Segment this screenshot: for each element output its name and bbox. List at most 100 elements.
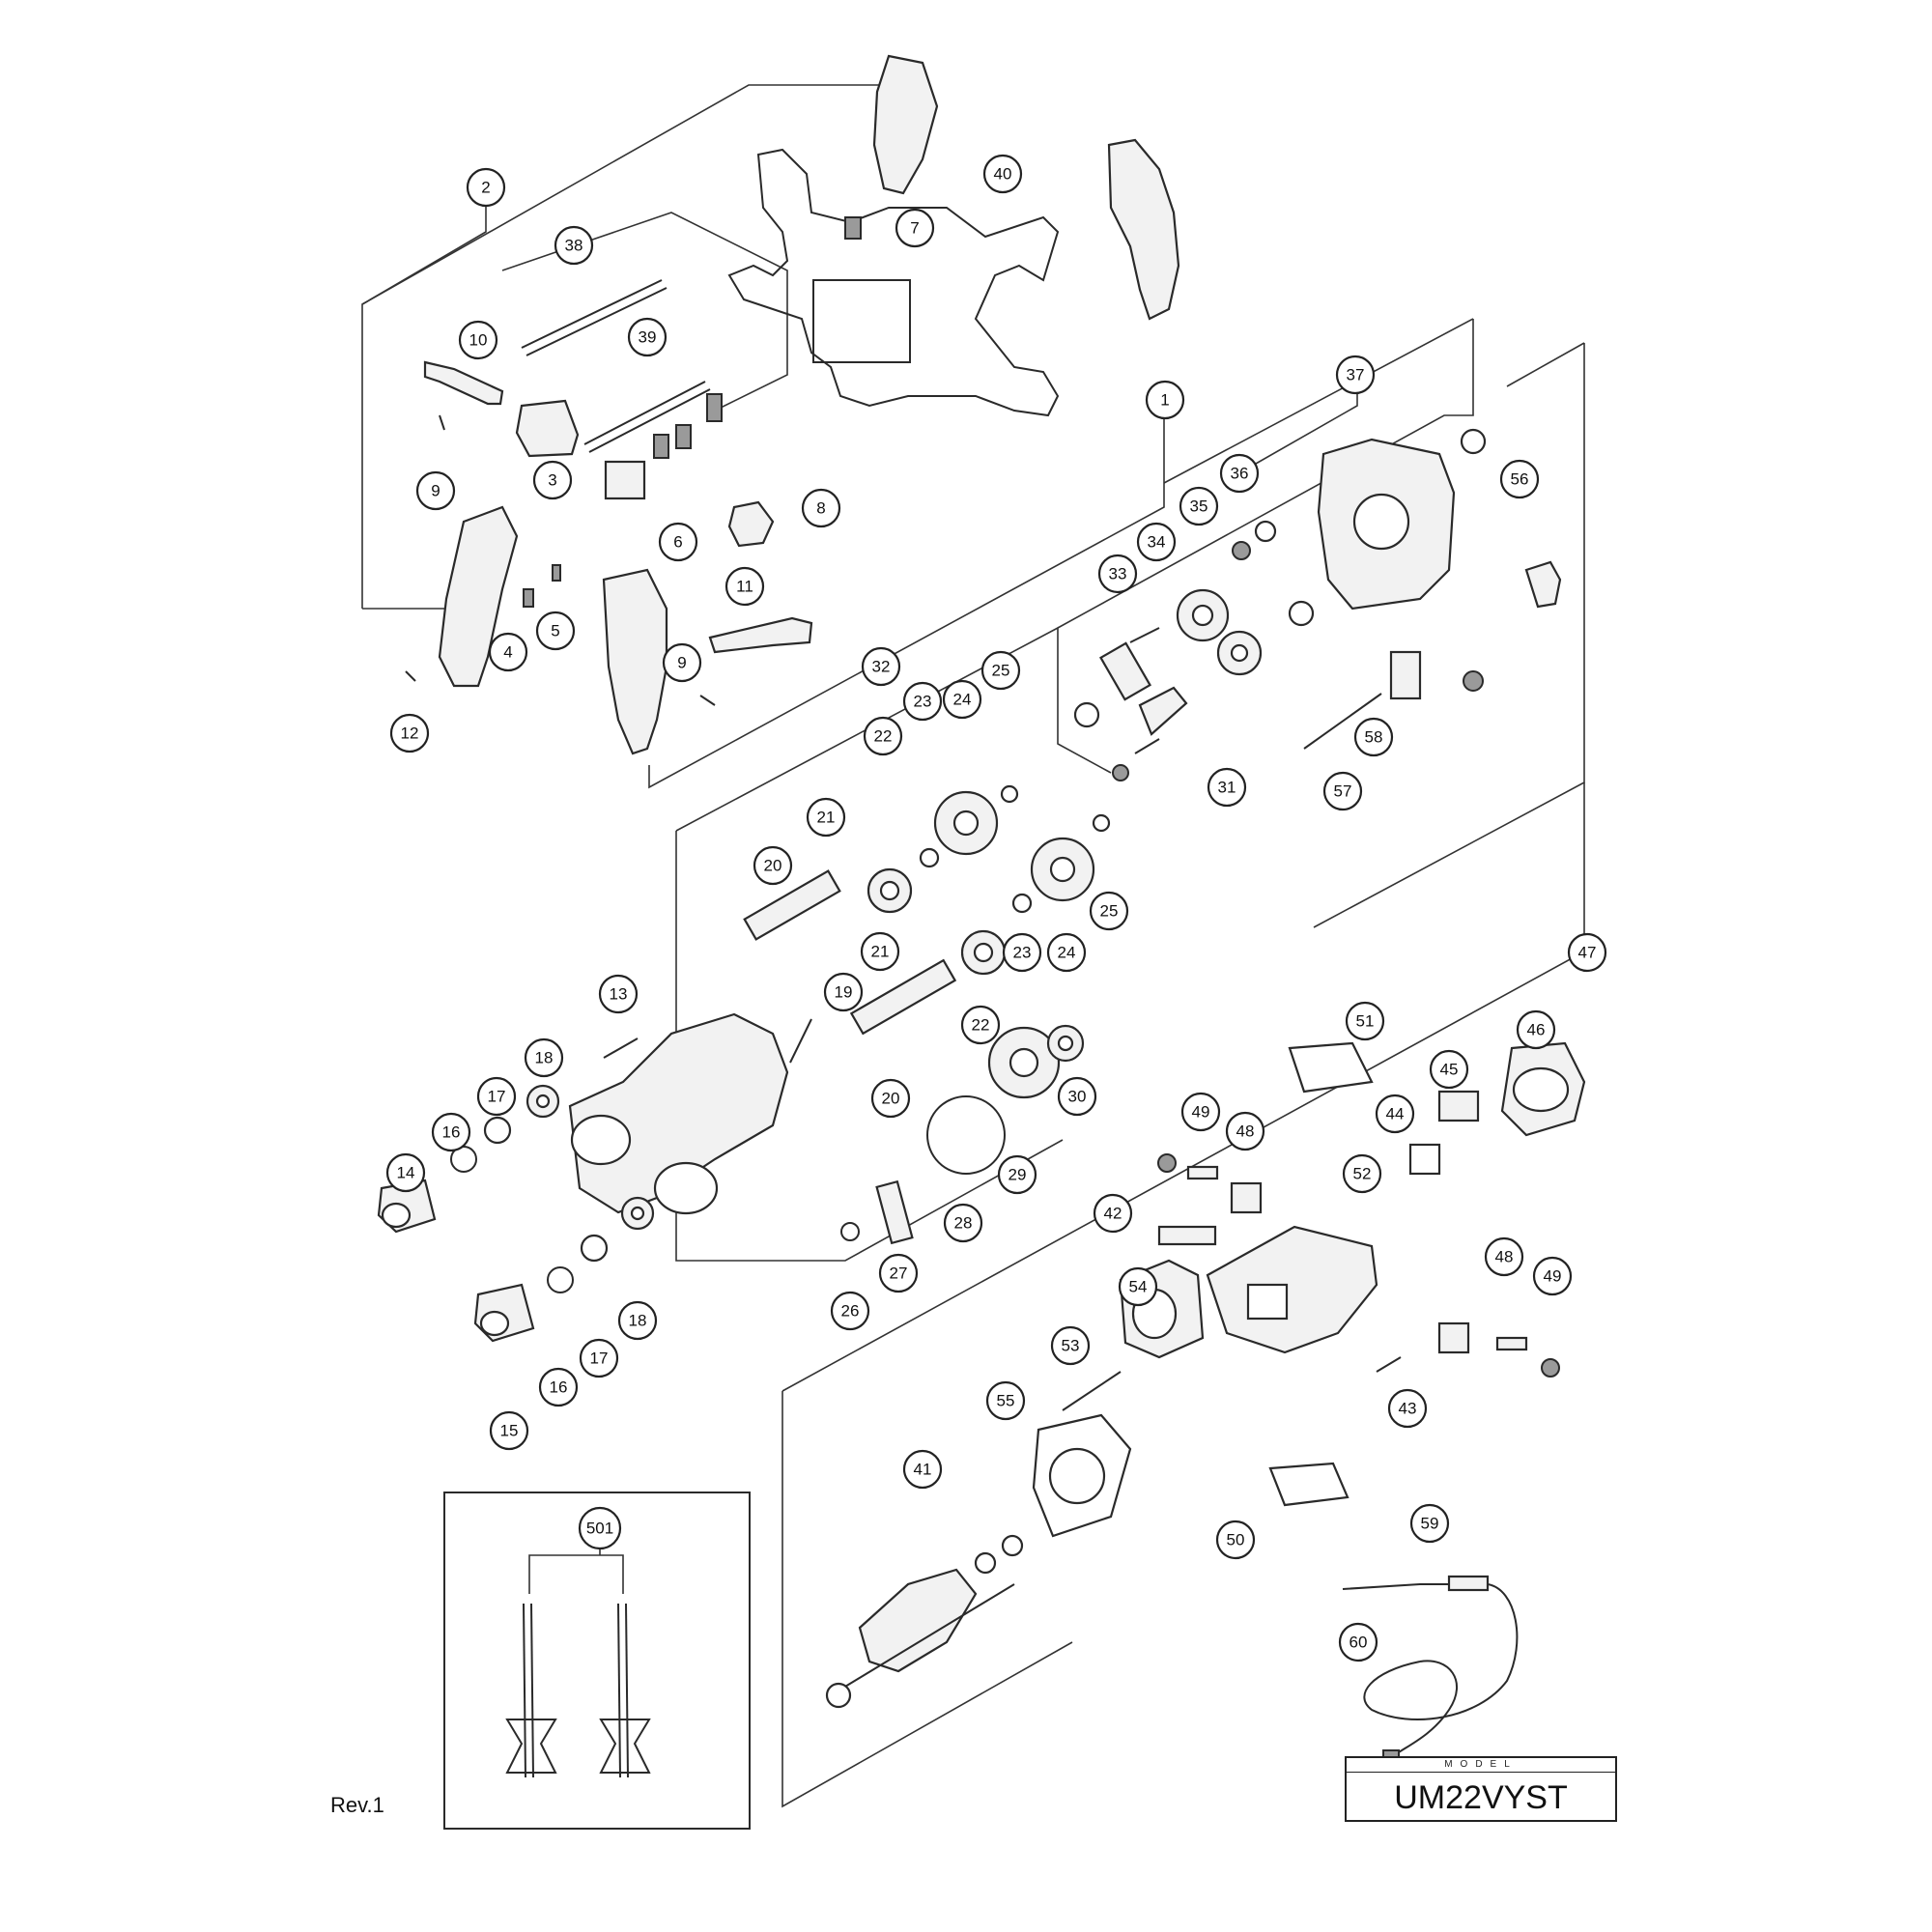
callout-number: 16 xyxy=(550,1378,568,1397)
callout-number: 55 xyxy=(997,1392,1015,1410)
callout-circle xyxy=(1089,891,1129,931)
callout-circle xyxy=(1002,932,1042,973)
washer-17a xyxy=(483,1116,512,1145)
callout-number: 1 xyxy=(1160,391,1169,410)
callout-number: 10 xyxy=(469,331,488,350)
callout-circle xyxy=(1093,1193,1133,1234)
callout-3: 3 xyxy=(532,460,573,500)
callout-number: 50 xyxy=(1227,1531,1245,1549)
callout-24: 24 xyxy=(942,679,982,720)
label-51 xyxy=(1288,1041,1374,1094)
shaft-27 xyxy=(875,1179,914,1245)
callout-circle xyxy=(1342,1153,1382,1194)
revision-label: Rev.1 xyxy=(330,1793,384,1817)
handle-grip-left xyxy=(438,505,519,688)
callout-27: 27 xyxy=(878,1253,919,1293)
callout-number: 48 xyxy=(1495,1248,1514,1266)
callout-circle xyxy=(466,167,506,208)
callout-circle xyxy=(1118,1266,1158,1307)
callout-16: 16 xyxy=(431,1112,471,1152)
armature-shaft xyxy=(830,1583,1015,1696)
bearing-36b xyxy=(1254,520,1277,543)
callout-circle xyxy=(980,650,1021,691)
callout-number: 34 xyxy=(1148,533,1166,552)
cord-60 xyxy=(1390,1660,1459,1759)
parts xyxy=(377,54,1586,1830)
paddle-box xyxy=(443,1492,751,1830)
callout-59: 59 xyxy=(1409,1503,1450,1544)
callout-number: 16 xyxy=(442,1123,461,1142)
plate-45 xyxy=(1437,1090,1480,1122)
callout-number: 36 xyxy=(1231,465,1249,483)
brush-holder-6b xyxy=(675,424,692,449)
callout-circle xyxy=(554,225,594,266)
gear-case-32 xyxy=(568,1012,789,1214)
callout-number: 17 xyxy=(590,1350,609,1368)
callout-5: 5 xyxy=(535,611,576,651)
callout-21: 21 xyxy=(806,797,846,838)
brush-holder-bottom xyxy=(1437,1321,1470,1354)
screw-13 xyxy=(603,1037,639,1059)
callout-number: 9 xyxy=(431,482,440,500)
callout-4: 4 xyxy=(488,632,528,672)
model-name: UM22VYST xyxy=(1394,1779,1568,1816)
callout-number: 19 xyxy=(835,983,853,1002)
callout-circle xyxy=(1499,459,1540,499)
callout-32: 32 xyxy=(861,646,901,687)
shaft-33 xyxy=(1099,641,1151,701)
callout-number: 49 xyxy=(1544,1267,1562,1286)
callout-number: 20 xyxy=(882,1090,900,1108)
callout-number: 35 xyxy=(1190,497,1208,516)
callout-circle xyxy=(753,845,793,886)
callout-number: 46 xyxy=(1527,1021,1546,1039)
capacitor xyxy=(604,460,646,500)
bracket-58 xyxy=(1389,650,1422,700)
screw-9a xyxy=(439,414,445,431)
callout-14: 14 xyxy=(385,1152,426,1193)
callout-2: 2 xyxy=(466,167,506,208)
snap-ring-28 xyxy=(926,1095,1006,1175)
case-bore-b xyxy=(653,1161,719,1215)
callout-number: 7 xyxy=(910,219,919,238)
switch-3 xyxy=(515,399,580,458)
callout-number: 13 xyxy=(610,985,628,1004)
bearing-22b-hub xyxy=(973,942,994,963)
handle-grip-center xyxy=(602,568,668,755)
callout-number: 39 xyxy=(639,328,657,347)
callout-number: 22 xyxy=(874,727,893,746)
callout-number: 49 xyxy=(1192,1103,1210,1122)
callout-number: 18 xyxy=(629,1312,647,1330)
callout-7: 7 xyxy=(895,208,935,248)
callout-50: 50 xyxy=(1215,1520,1256,1560)
callout-29: 29 xyxy=(997,1154,1037,1195)
pin-34 xyxy=(1129,627,1160,643)
bearing-18a-hub xyxy=(535,1094,551,1109)
callout-number: 43 xyxy=(1399,1400,1417,1418)
bearing-right xyxy=(1288,600,1315,627)
bearing-41a xyxy=(974,1551,997,1575)
washer-36 xyxy=(1232,541,1251,560)
callout-number: 4 xyxy=(503,643,512,662)
circlip-23a xyxy=(919,847,940,868)
bearing-18b-hub xyxy=(630,1206,645,1221)
callout-number: 42 xyxy=(1104,1205,1122,1223)
callout-number: 52 xyxy=(1353,1165,1372,1183)
callout-number: 53 xyxy=(1062,1337,1080,1355)
callout-circle xyxy=(598,974,639,1014)
sleeve-15-bore xyxy=(479,1310,510,1337)
callout-15: 15 xyxy=(489,1410,529,1451)
callout-34: 34 xyxy=(1136,522,1177,562)
callout-20: 20 xyxy=(870,1078,911,1119)
callout-43: 43 xyxy=(1387,1388,1428,1429)
callout-circle xyxy=(942,679,982,720)
callout-circle xyxy=(943,1203,983,1243)
callout-circle xyxy=(997,1154,1037,1195)
housing-bore xyxy=(1352,493,1410,551)
gear-24a-hub xyxy=(952,810,980,837)
model-heading: MODEL xyxy=(1347,1758,1615,1773)
callout-12: 12 xyxy=(389,713,430,753)
armature-41 xyxy=(858,1568,978,1673)
callout-circle xyxy=(627,317,668,357)
callout-circle xyxy=(1567,932,1607,973)
shaft-20a xyxy=(743,869,841,941)
